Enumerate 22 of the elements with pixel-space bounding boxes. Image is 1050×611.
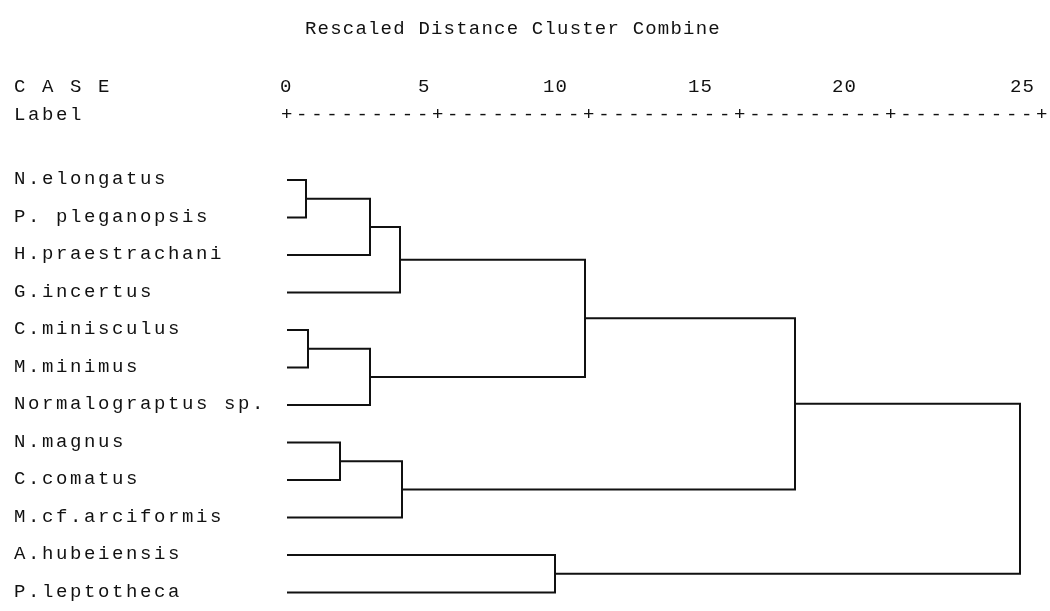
case-label: C.minisculus <box>14 320 183 339</box>
case-label: M.cf.arciformis <box>14 507 225 527</box>
case-label: G.incertus <box>14 282 155 302</box>
axis-tick-label: 25 <box>1010 78 1035 97</box>
chart-title: Rescaled Distance Cluster Combine <box>305 18 721 40</box>
case-label: H.praestrachani <box>14 245 225 264</box>
column-header: Label <box>14 106 84 125</box>
axis-scale-text: +---------+---------+---------+---------+---------+ <box>281 106 1050 125</box>
case-label: P. pleganopsis <box>14 207 211 227</box>
case-label: Normalograptus sp. <box>14 395 267 414</box>
case-label: A.hubeiensis <box>14 545 183 564</box>
axis-tick-label: 10 <box>543 78 568 97</box>
axis-tick-label: 0 <box>280 78 293 97</box>
axis-tick-label: 20 <box>832 78 857 97</box>
axis-tick-label: 5 <box>418 78 431 97</box>
case-label: M.minimus <box>14 357 141 377</box>
axis-tick-label: 15 <box>688 78 713 97</box>
column-header: C A S E <box>14 78 112 97</box>
case-label: N.elongatus <box>14 170 169 189</box>
case-label: P.leptotheca <box>14 582 183 602</box>
case-label: N.magnus <box>14 432 126 452</box>
case-label: C.comatus <box>14 470 141 489</box>
